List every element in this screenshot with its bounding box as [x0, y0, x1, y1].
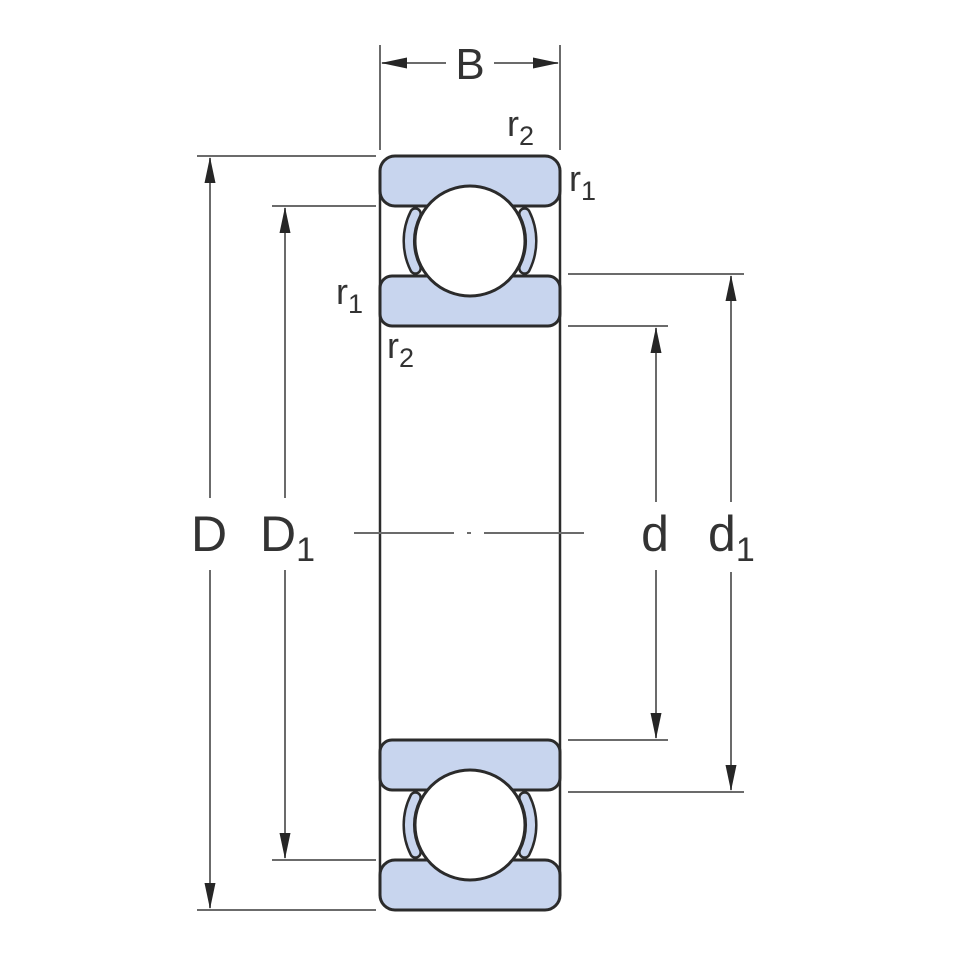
label-r2-middle-base: r — [387, 325, 399, 366]
arrowhead-d1-top — [725, 275, 737, 301]
label-d1-base: d — [708, 506, 736, 562]
label-D: D — [191, 506, 227, 562]
raceway-shoulder-right-bottom-fill — [520, 793, 535, 857]
label-d1: d1 — [708, 506, 755, 569]
label-r2-top: r2 — [507, 103, 534, 151]
label-d: d — [641, 506, 669, 562]
extension-lines — [197, 45, 744, 911]
dimension-D1 — [279, 207, 291, 859]
ball-bottom — [413, 768, 527, 882]
raceway-shoulder-left-bottom-fill — [405, 793, 420, 857]
label-D1-sub: 1 — [296, 531, 315, 569]
dimension-labels: B D D1 d d1 r2 r1 r1 r2 — [191, 40, 755, 569]
label-r1-middle: r1 — [336, 271, 363, 319]
arrowhead-d1-bottom — [725, 765, 737, 791]
label-r2-top-sub: 2 — [519, 121, 534, 151]
label-r2-middle-sub: 2 — [399, 343, 414, 373]
bottom-cross-section — [378, 738, 562, 912]
label-r2-middle: r2 — [387, 325, 414, 373]
raceway-shoulder-left-top-fill — [405, 209, 420, 273]
dimension-D — [204, 157, 216, 909]
dimension-B — [381, 57, 559, 69]
label-r1-top-sub: 1 — [581, 176, 596, 206]
arrowhead-D1-top — [279, 207, 291, 233]
arrowhead-D1-bottom — [279, 833, 291, 859]
label-D1: D1 — [260, 506, 315, 569]
arrowhead-D-bottom — [204, 883, 216, 909]
label-r1-middle-sub: 1 — [348, 289, 363, 319]
raceway-shoulder-right-top-fill — [520, 209, 535, 273]
arrowhead-d-bottom — [650, 713, 662, 739]
arrowhead-D-top — [204, 157, 216, 183]
label-r1-top-base: r — [569, 158, 581, 199]
bearing-cross-section — [354, 154, 586, 912]
label-r2-top-base: r — [507, 103, 519, 144]
arrowhead-B-right — [533, 57, 559, 69]
dimension-d — [650, 327, 662, 739]
top-cross-section — [378, 154, 562, 328]
arrowhead-d-top — [650, 327, 662, 353]
ball-top — [413, 184, 527, 298]
arrowhead-B-left — [381, 57, 407, 69]
label-B: B — [455, 40, 484, 89]
label-D1-base: D — [260, 506, 296, 562]
dimension-d1 — [725, 275, 737, 791]
label-r1-middle-base: r — [336, 271, 348, 312]
label-r1-top: r1 — [569, 158, 596, 206]
label-d1-sub: 1 — [736, 531, 755, 569]
